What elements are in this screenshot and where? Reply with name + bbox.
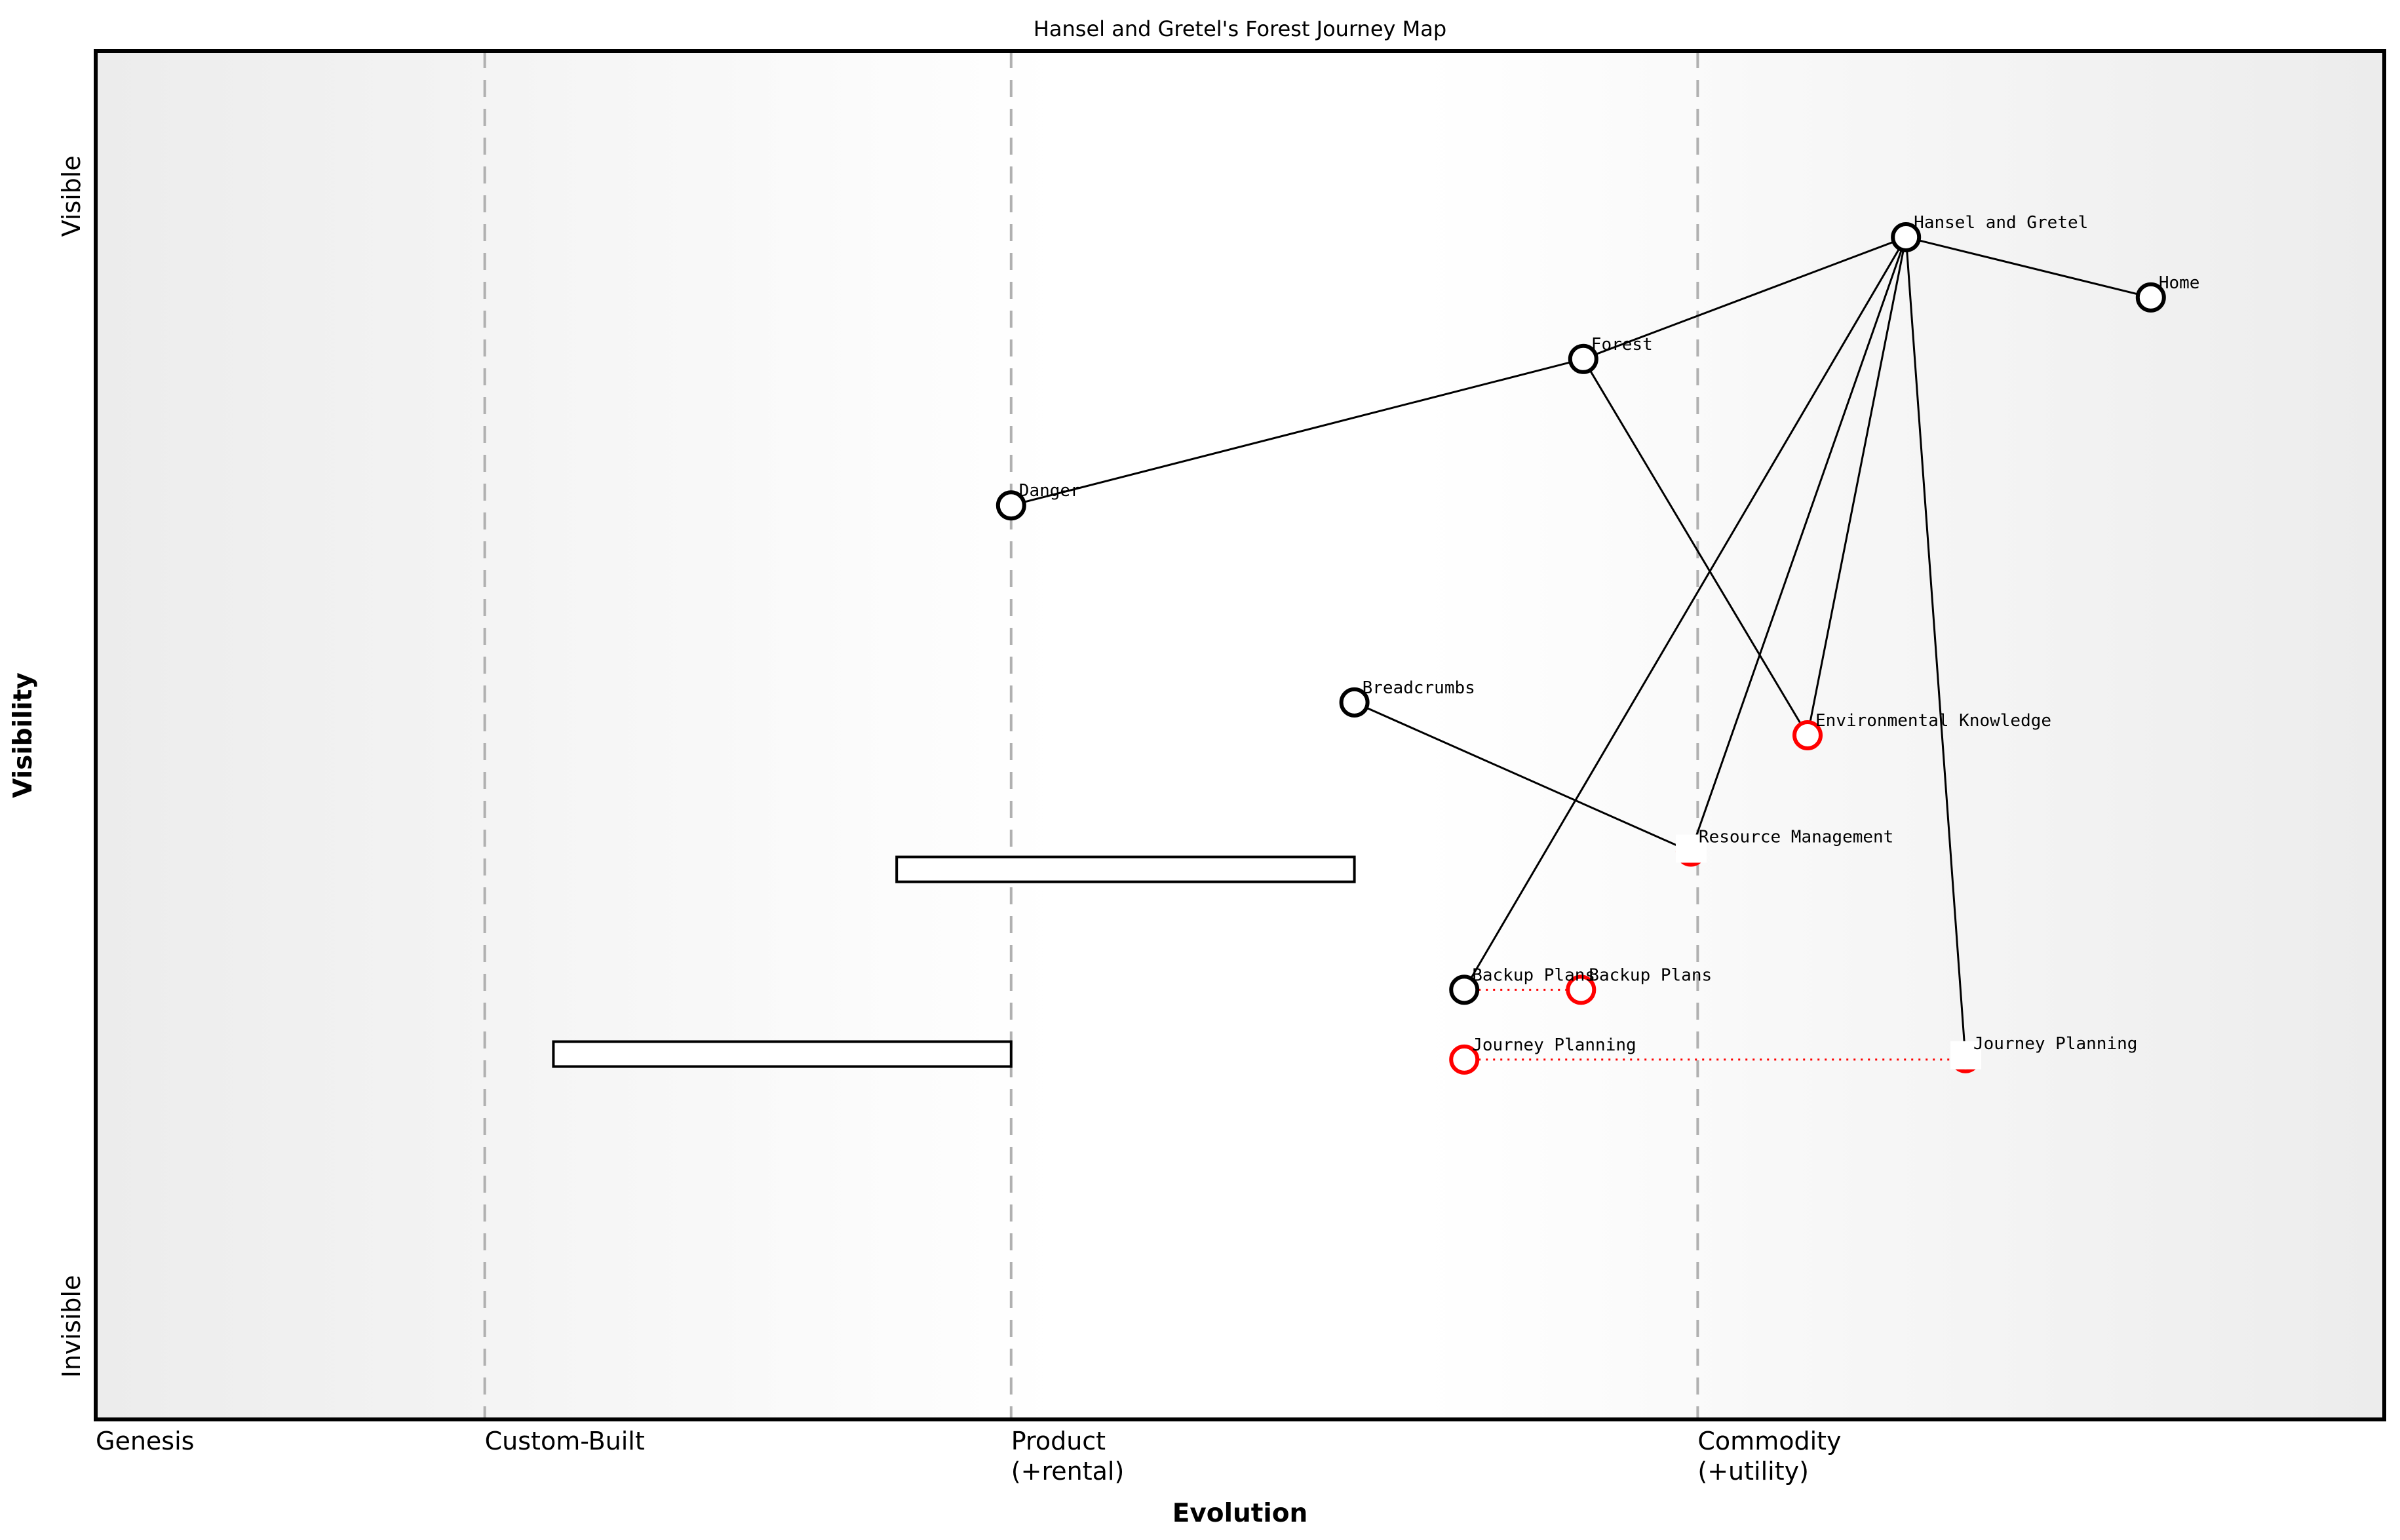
node-label-danger: Danger xyxy=(1019,481,1081,501)
link-forest-environmental-knowledge xyxy=(1582,358,1809,736)
node-label-journey-planning-evolved: Journey Planning xyxy=(1973,1034,2137,1054)
node-circle-backup-plans-evolved xyxy=(1566,974,1597,1005)
node-label-home: Home xyxy=(2159,273,2200,293)
chart-title: Hansel and Gretel's Forest Journey Map xyxy=(1034,16,1446,41)
x-tick-label-2: Product xyxy=(1011,1427,1106,1455)
node-label-backup-plans-evolved: Backup Plans xyxy=(1589,965,1712,985)
node-label-forest: Forest xyxy=(1591,335,1653,355)
x-axis-label: Evolution xyxy=(1172,1499,1308,1528)
link-forest-danger xyxy=(1011,358,1584,507)
link-hansel-resource-management xyxy=(1690,237,1907,852)
stage-boundary-lines xyxy=(483,51,1699,1419)
node-label-hansel: Hansel and Gretel xyxy=(1914,213,2088,233)
node-cover-journey-planning-evolved xyxy=(1950,1041,1981,1069)
plot-border xyxy=(94,49,2386,1421)
node-circle-forest xyxy=(1568,343,1598,374)
node-label-breadcrumbs: Breadcrumbs xyxy=(1363,678,1475,698)
annotation-boxes xyxy=(552,855,1356,1068)
annotation-box-1 xyxy=(895,855,1356,883)
link-hansel-forest xyxy=(1583,236,1906,360)
node-circle-environmental-knowledge xyxy=(1792,720,1823,750)
node-label-backup-plans: Backup Plans xyxy=(1472,965,1595,985)
node-label-environmental-knowledge: Environmental Knowledge xyxy=(1815,711,2051,731)
evolve-links xyxy=(1464,988,1965,1061)
node-circle-hansel xyxy=(1891,221,1922,252)
node-circle-danger xyxy=(996,490,1026,521)
annotation-box-2 xyxy=(552,1040,1013,1068)
y-tick-label-0: Visible xyxy=(57,155,86,237)
link-breadcrumbs-resource-management xyxy=(1353,701,1692,853)
link-hansel-environmental-knowledge xyxy=(1806,237,1907,736)
plot-background xyxy=(96,51,2384,1419)
node-label-journey-planning: Journey Planning xyxy=(1472,1035,1636,1055)
x-tick-sublabel-3: (+utility) xyxy=(1697,1457,1809,1486)
node-cover-resource-management xyxy=(1675,834,1707,863)
y-axis-label: Visibility xyxy=(9,672,38,798)
component-markers xyxy=(996,221,2166,1075)
x-tick-label-1: Custom-Built xyxy=(485,1427,645,1455)
node-circle-journey-planning xyxy=(1449,1044,1480,1075)
component-links xyxy=(1011,236,2152,1058)
link-hansel-home xyxy=(1905,236,2152,299)
y-tick-label-1: Invisible xyxy=(57,1275,86,1378)
link-hansel-journey-planning-evolved xyxy=(1905,237,1967,1058)
node-label-resource-management: Resource Management xyxy=(1699,827,1893,847)
x-tick-label-3: Commodity xyxy=(1697,1427,1841,1455)
x-axis-stage-labels: Genesis Custom-Built Product(+rental) Commo… xyxy=(96,1427,1842,1486)
link-hansel-backup-plans xyxy=(1463,237,1907,991)
component-labels: Hansel and GretelHomeForestDangerBreadcr… xyxy=(1019,213,2200,1055)
x-tick-label-0: Genesis xyxy=(96,1427,194,1455)
node-circle-backup-plans xyxy=(1449,974,1480,1005)
node-circle-home xyxy=(2135,282,2166,313)
x-tick-sublabel-2: (+rental) xyxy=(1011,1457,1124,1486)
node-circle-breadcrumbs xyxy=(1339,687,1370,718)
